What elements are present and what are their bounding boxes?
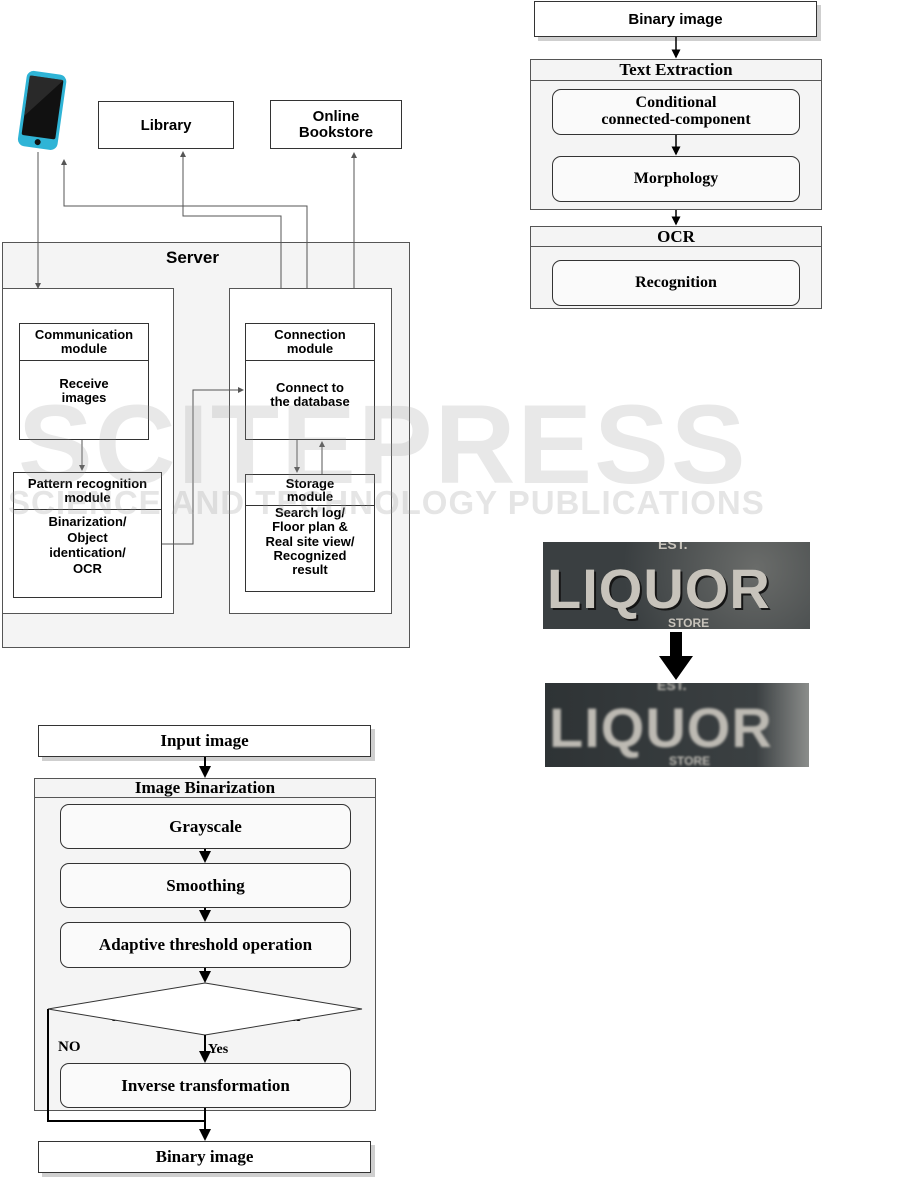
decision-line2: transformation estimation bbox=[110, 1006, 301, 1025]
sign-before-text: LIQUOR bbox=[547, 557, 771, 620]
storage-title-line2: module bbox=[286, 489, 334, 504]
communication-module: Communication module Receive images bbox=[19, 323, 149, 440]
sign-after-top: EST. bbox=[657, 683, 687, 693]
recognition-step: Recognition bbox=[552, 260, 800, 306]
smoothing-label: Smoothing bbox=[166, 875, 245, 895]
morphology-step: Morphology bbox=[552, 156, 800, 202]
binary-image-output-box: Binary image bbox=[38, 1141, 371, 1173]
library-box: Library bbox=[98, 101, 234, 149]
morphology-label: Morphology bbox=[633, 170, 719, 187]
pattern-title-line1: Pattern recognition bbox=[27, 476, 148, 492]
pattern-body-line2: Object bbox=[67, 529, 108, 545]
ocr-title: OCR bbox=[530, 226, 822, 247]
image-binarization-label: Image Binarization bbox=[134, 778, 276, 797]
sign-after-bottom: STORE bbox=[669, 754, 711, 767]
sign-before-bottom: STORE bbox=[668, 616, 710, 629]
pattern-body-line1: Binarization/ bbox=[48, 514, 127, 529]
conn-title-line2: module bbox=[286, 341, 334, 356]
comm-title-line2: module bbox=[60, 341, 108, 356]
server-label: Server bbox=[166, 248, 219, 267]
online-bookstore-box: Online Bookstore bbox=[270, 100, 402, 149]
storage-body-line5: result bbox=[292, 562, 328, 578]
conditional-line2: connected-component bbox=[601, 111, 751, 128]
storage-body-line4: Recognized bbox=[273, 547, 347, 563]
text-extraction-title: Text Extraction bbox=[530, 59, 822, 81]
bookstore-label-line2: Bookstore bbox=[298, 123, 374, 141]
sign-after-text: LIQUOR bbox=[549, 696, 773, 759]
yes-label: Yes bbox=[208, 1042, 229, 1057]
conn-body-line1: Connect to bbox=[276, 380, 344, 395]
binary-image-output-label: Binary image bbox=[155, 1147, 254, 1166]
sign-before-image: EST. LIQUOR STORE bbox=[543, 542, 810, 629]
input-image-label: Input image bbox=[160, 731, 249, 750]
bookstore-label-line1: Online bbox=[312, 107, 360, 125]
storage-body-line3: Real site view/ bbox=[265, 533, 355, 549]
adaptive-threshold-step: Adaptive threshold operation bbox=[60, 922, 351, 968]
adaptive-threshold-label: Adaptive threshold operation bbox=[98, 935, 313, 954]
conn-body-line2: the database bbox=[270, 393, 350, 409]
comm-body-line2: images bbox=[61, 389, 107, 405]
image-binarization-title: Image Binarization bbox=[34, 778, 376, 798]
comm-title-line1: Communication bbox=[34, 327, 134, 343]
pattern-body-line3: identication/ bbox=[49, 545, 126, 561]
sign-before-top: EST. bbox=[658, 542, 688, 552]
library-label: Library bbox=[140, 116, 192, 134]
storage-title-line1: Storage bbox=[285, 476, 335, 491]
pattern-recognition-module: Pattern recognition module Binarization/… bbox=[13, 472, 162, 598]
smartphone-icon bbox=[8, 68, 70, 154]
conditional-cc-step: Conditional connected-component bbox=[552, 89, 800, 135]
binary-image-input-label: Binary image bbox=[628, 10, 723, 28]
input-image-box: Input image bbox=[38, 725, 371, 757]
comm-body-line1: Receive bbox=[59, 376, 109, 391]
storage-body-line2: Floor plan & bbox=[272, 519, 348, 535]
conditional-line1: Conditional bbox=[635, 94, 717, 112]
sign-after-image: EST. LIQUOR STORE bbox=[545, 683, 809, 767]
conn-title-line1: Connection bbox=[274, 327, 346, 343]
inverse-estimation-decision-label: Inverse transformation estimation bbox=[60, 990, 351, 1026]
grayscale-step: Grayscale bbox=[60, 804, 351, 849]
binary-image-input-box: Binary image bbox=[534, 1, 817, 37]
connection-module: Connection module Connect to the databas… bbox=[245, 323, 375, 440]
storage-body-line1: Search log/ bbox=[274, 505, 346, 520]
text-extraction-label: Text Extraction bbox=[619, 60, 733, 79]
pattern-body-line4: OCR bbox=[73, 560, 102, 576]
grayscale-label: Grayscale bbox=[169, 816, 242, 836]
no-label: NO bbox=[58, 1039, 81, 1055]
inverse-transformation-label: Inverse transformation bbox=[121, 1075, 290, 1095]
storage-module: Storage module Search log/ Floor plan & … bbox=[245, 474, 375, 592]
recognition-label: Recognition bbox=[635, 274, 717, 291]
ocr-label: OCR bbox=[657, 226, 695, 246]
pattern-title-line2: module bbox=[64, 490, 111, 505]
smoothing-step: Smoothing bbox=[60, 863, 351, 908]
inverse-transformation-step: Inverse transformation bbox=[60, 1063, 351, 1108]
